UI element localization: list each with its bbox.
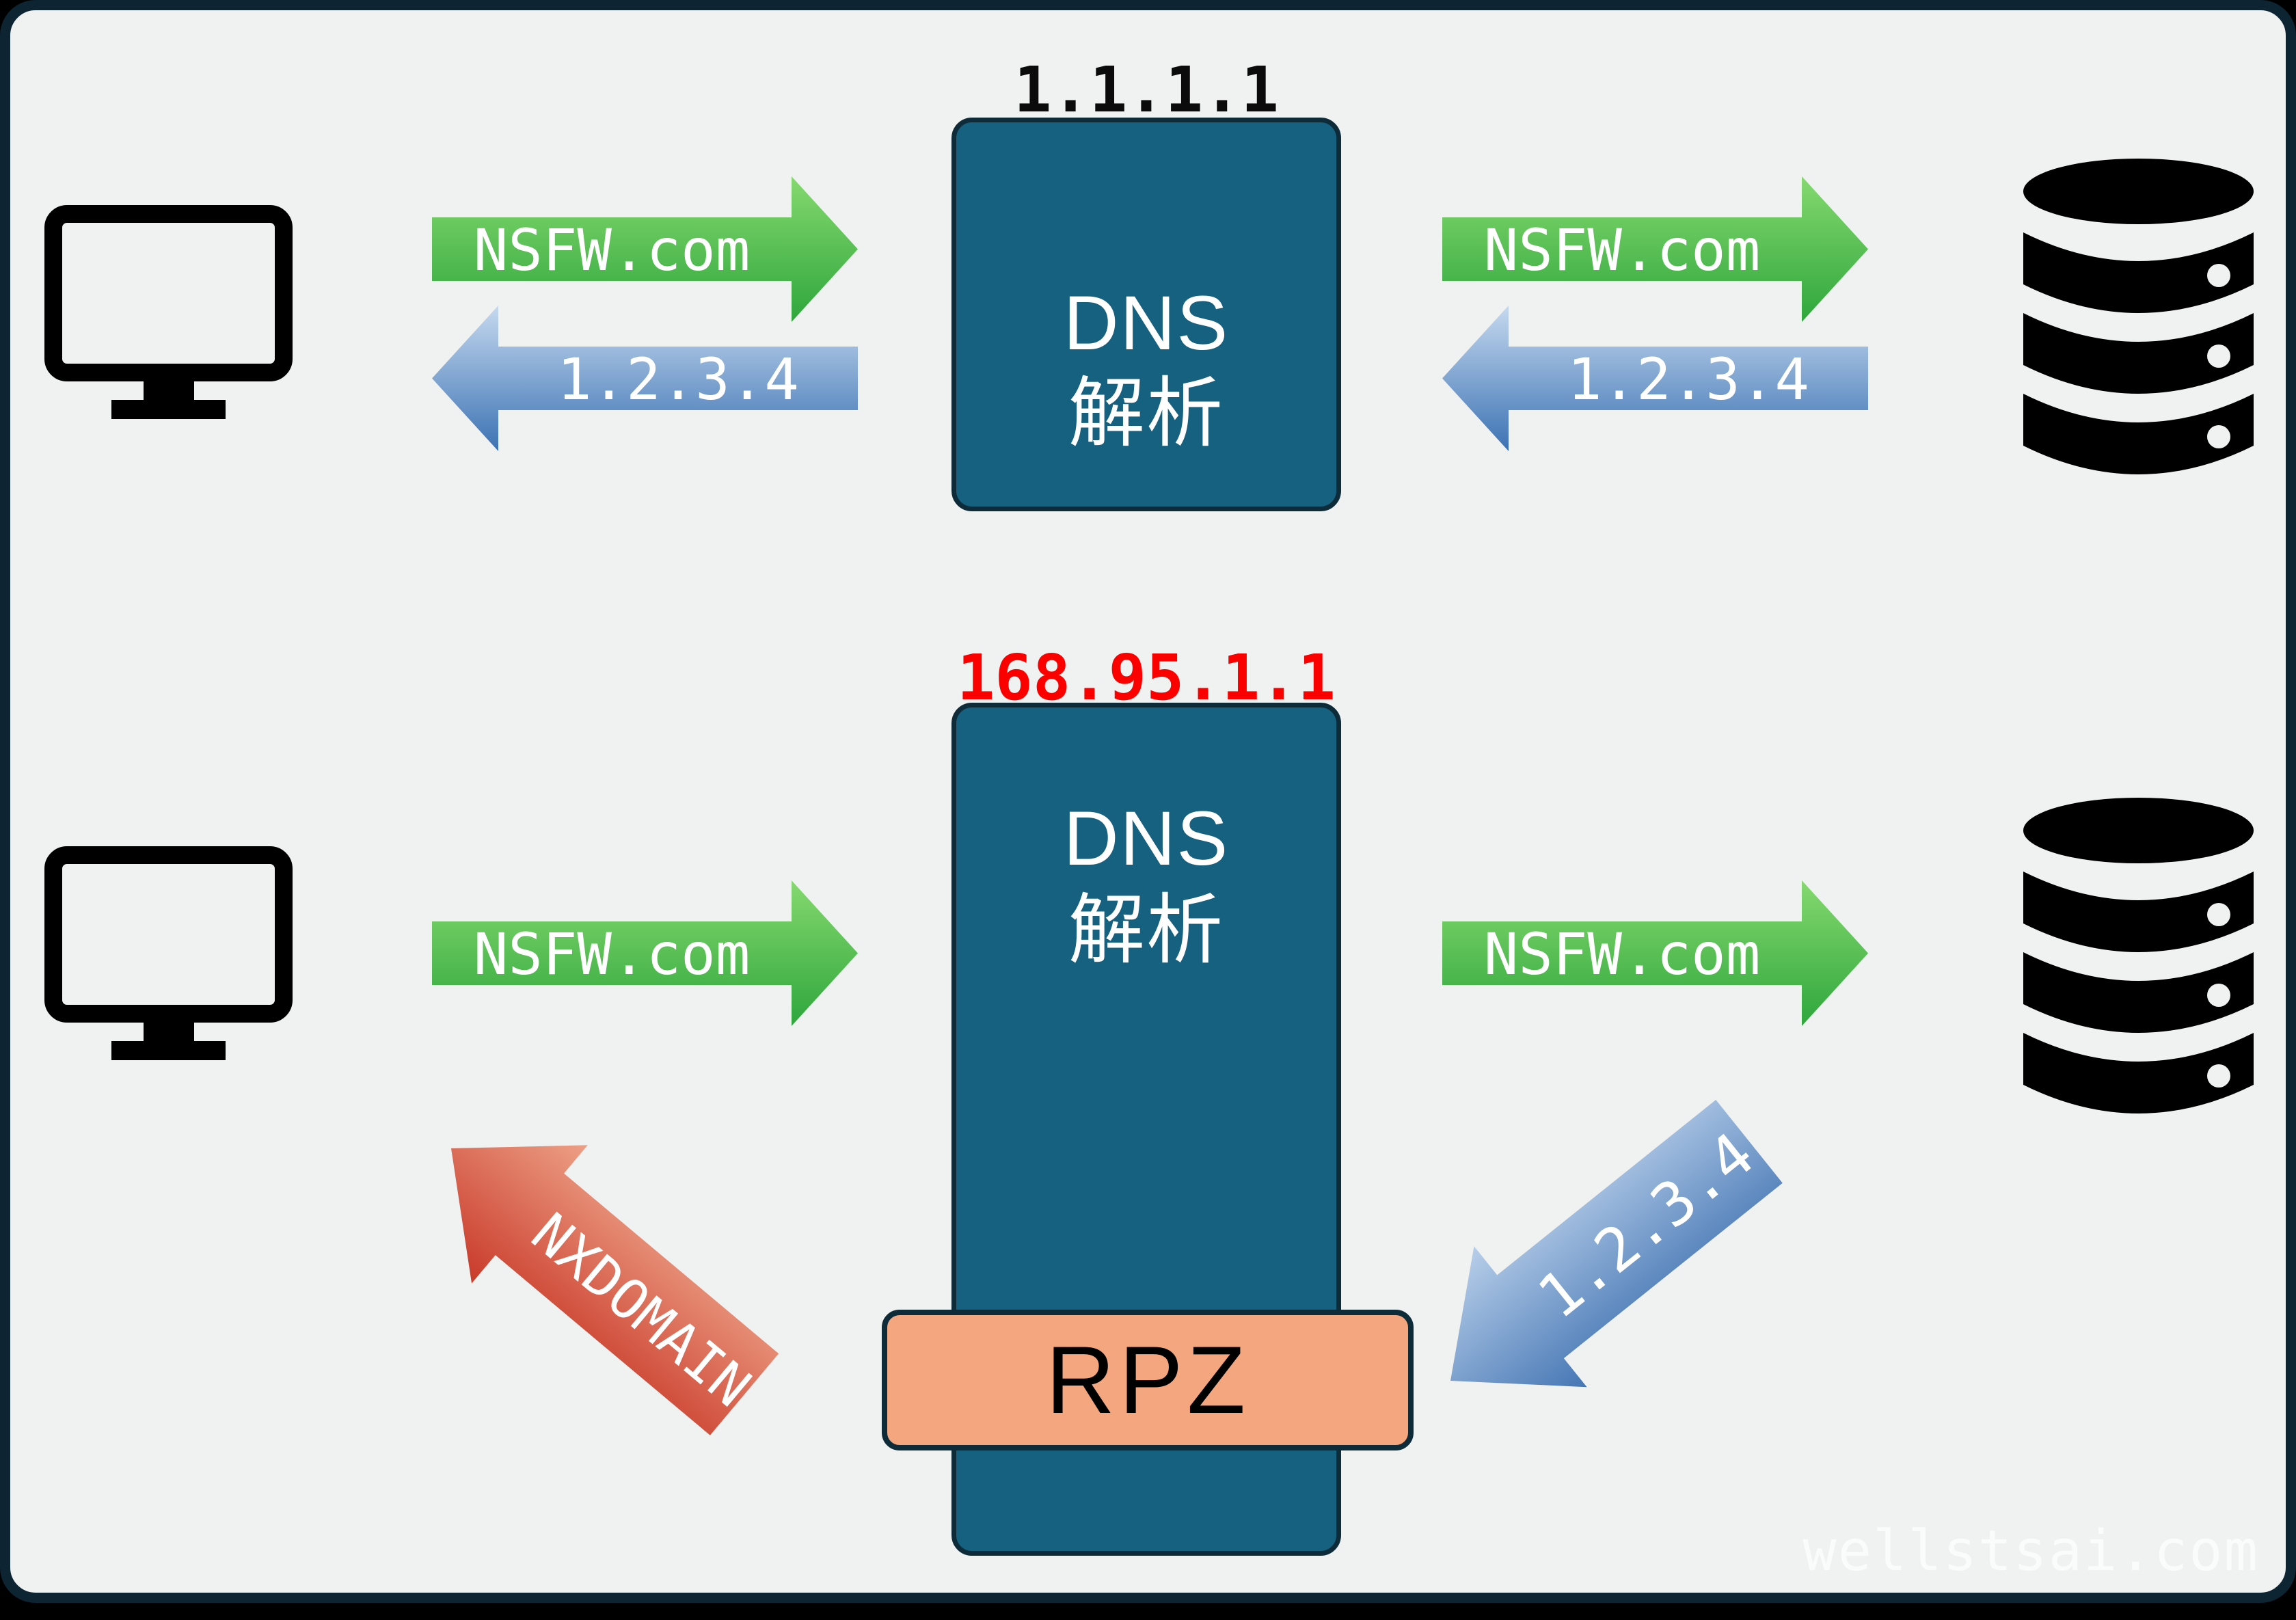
query-domain-label: NSFW.com: [474, 921, 751, 988]
query-arrow-resolver-to-authoritative-bottom: NSFW.com: [1442, 880, 1868, 1026]
dns-subtitle: 解析: [1068, 887, 1224, 973]
resolver-ip-label-bottom: 168.95.1.1: [957, 641, 1336, 714]
client-monitor-icon: [44, 205, 293, 419]
rpz-box: RPZ: [882, 1310, 1414, 1450]
watermark: wellstsai.com: [1802, 1519, 2259, 1584]
dns-subtitle: 解析: [1068, 370, 1224, 456]
response-ip-label: 1.2.3.4: [1567, 346, 1809, 413]
response-ip-label: 1.2.3.4: [557, 346, 799, 413]
dns-title: DNS: [1063, 796, 1230, 881]
query-domain-label: NSFW.com: [474, 217, 751, 284]
response-arrow-authoritative-to-resolver-top: 1.2.3.4: [1442, 306, 1868, 451]
query-arrow-client-to-resolver-bottom: NSFW.com: [432, 880, 858, 1026]
database-icon-top: [2023, 159, 2254, 474]
query-arrow-resolver-to-authoritative-top: NSFW.com: [1442, 176, 1868, 322]
nxdomain-arrow-rpz-to-client: NXDOMAIN: [451, 1145, 779, 1435]
response-arrow-resolver-to-client-top: 1.2.3.4: [432, 306, 858, 451]
database-icon-bottom: [2023, 798, 2254, 1113]
query-domain-label: NSFW.com: [1484, 217, 1761, 284]
query-arrow-client-to-resolver-top: NSFW.com: [432, 176, 858, 322]
client-monitor-icon-bottom: [44, 846, 293, 1060]
rpz-label: RPZ: [1046, 1326, 1250, 1433]
resolver-ip-label-top: 1.1.1.1: [1014, 53, 1279, 126]
response-arrow-authoritative-to-rpz: 1.2.3.4: [1450, 1099, 1783, 1388]
dns-title: DNS: [1063, 280, 1230, 366]
dns-resolver-box-top: DNS 解析: [951, 118, 1341, 511]
query-domain-label: NSFW.com: [1484, 921, 1761, 988]
